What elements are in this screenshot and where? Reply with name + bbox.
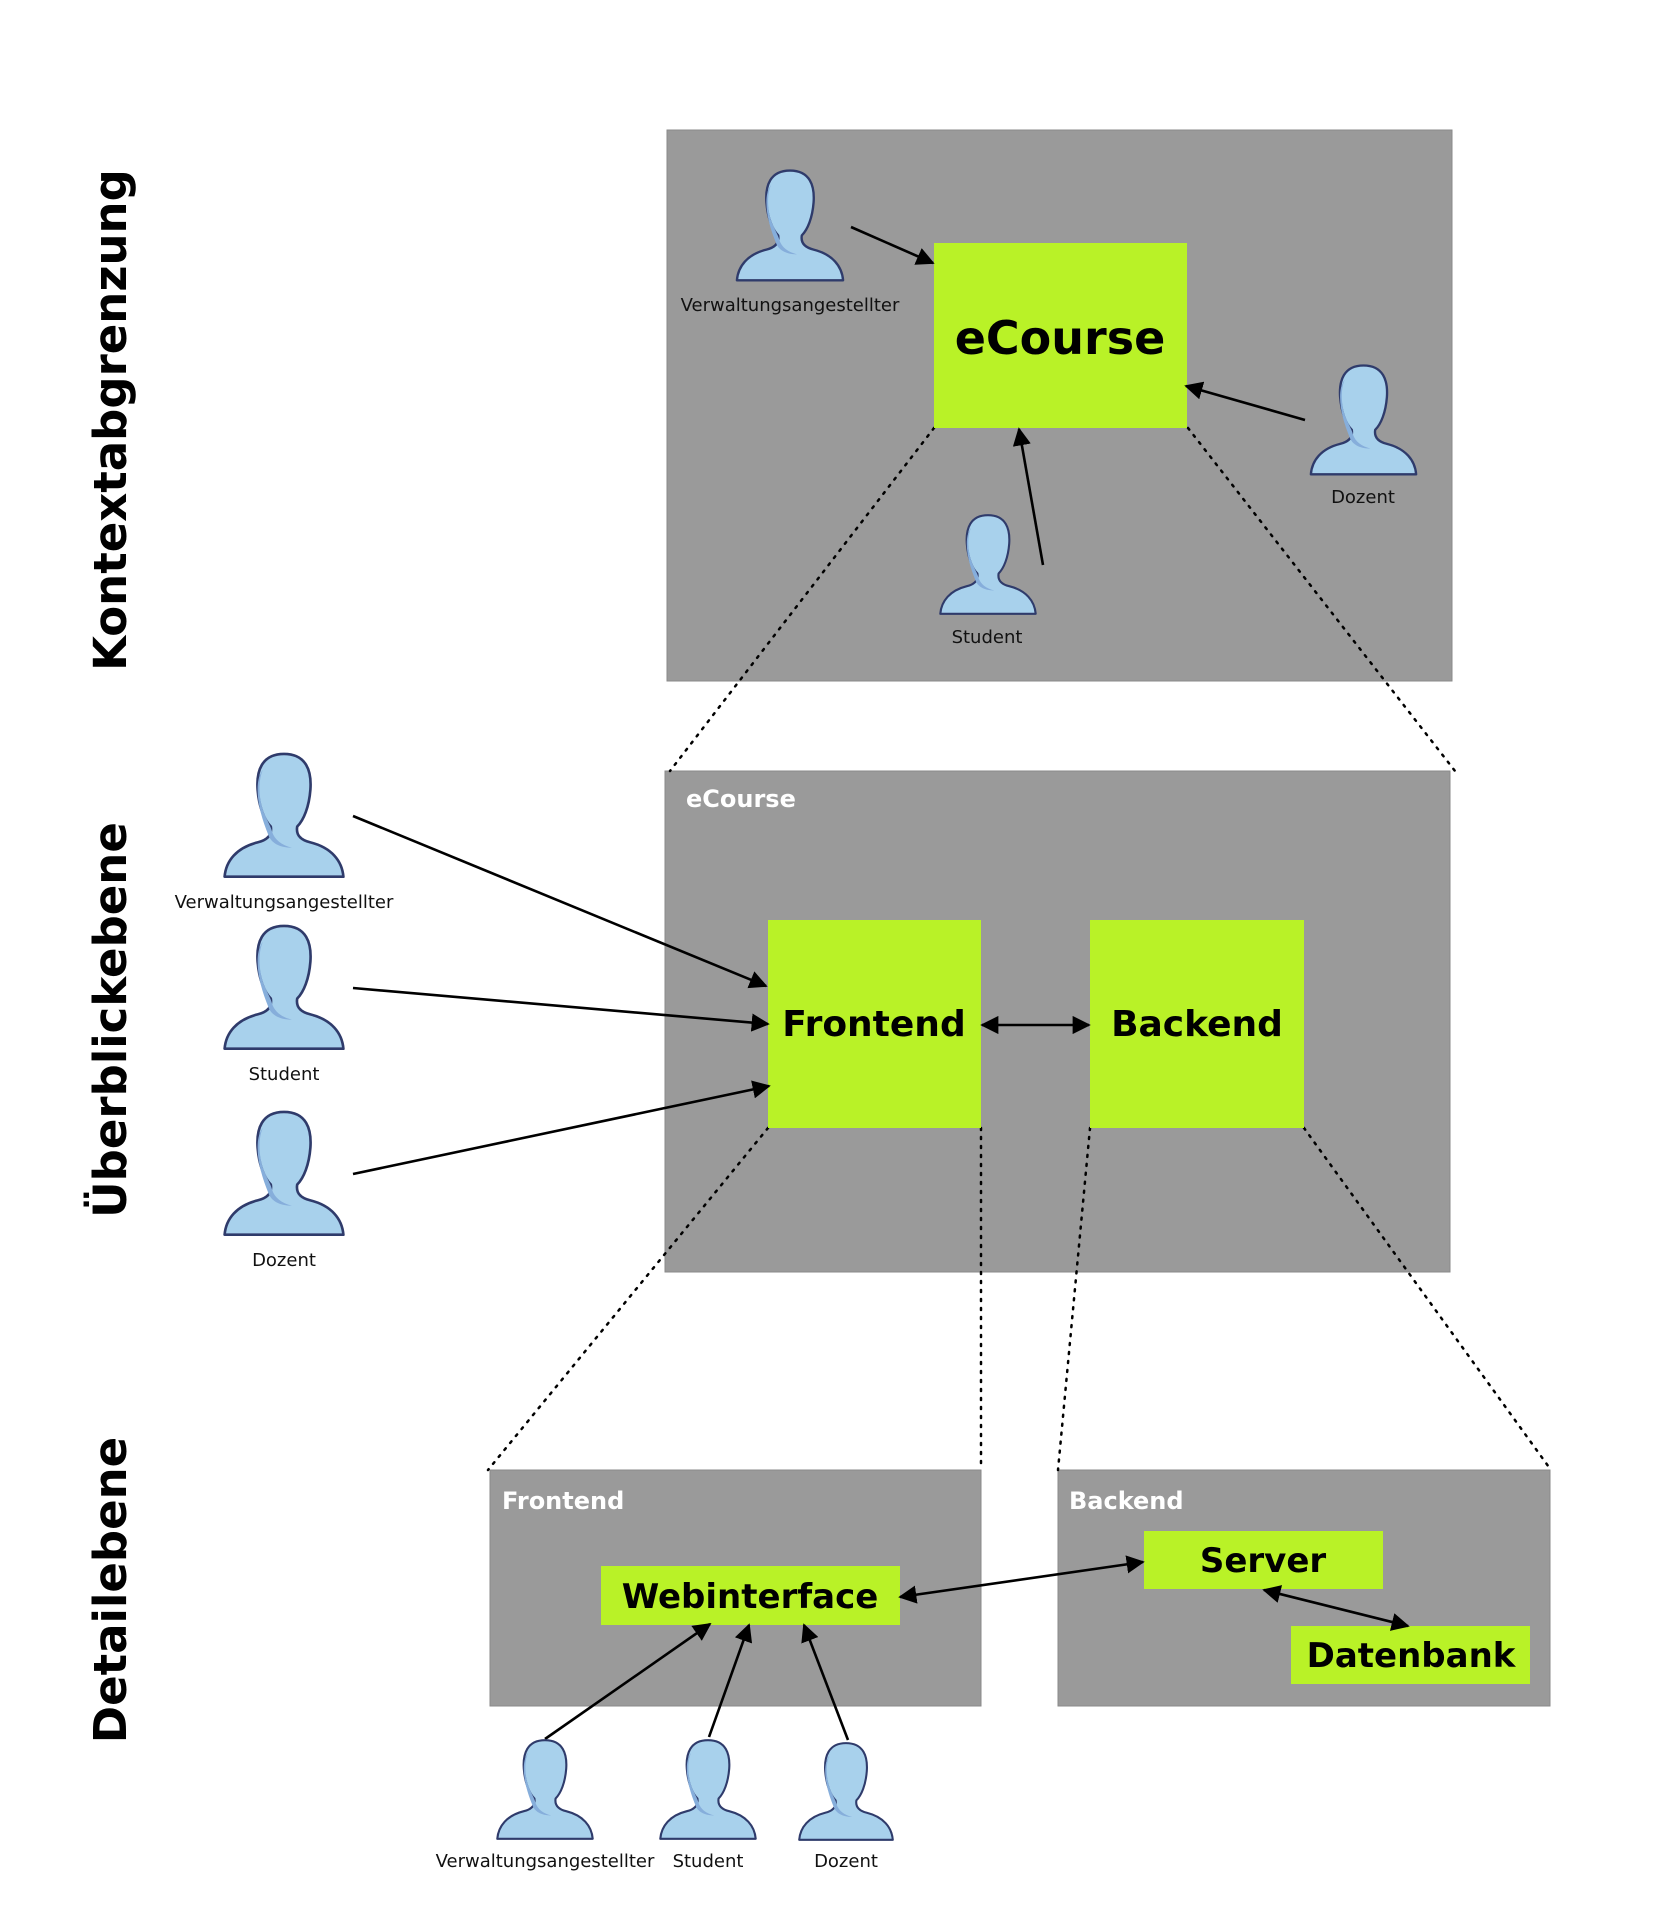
backend-label: Backend — [1111, 1004, 1283, 1045]
actor-label-overview-verwaltung: Verwaltungsangestellter — [175, 892, 394, 913]
arrow-student-to-frontend — [352, 986, 770, 1032]
arrow-dozent-to-frontend — [352, 1080, 771, 1176]
arrow-student-to-ecourse — [1012, 427, 1045, 566]
level-label-detail: Detailebene — [84, 1437, 137, 1743]
level-label-context: Kontextabgrenzung — [84, 169, 137, 671]
actor-label-detail-student: Student — [673, 1851, 744, 1872]
ecourse-label: eCourse — [955, 311, 1166, 365]
arrow-verwaltung-to-ecourse — [850, 225, 935, 265]
arrow-verwaltung-to-frontend — [352, 814, 768, 989]
person-icon — [798, 1742, 894, 1841]
actor-label-context-dozent: Dozent — [1331, 487, 1395, 508]
arrow-webinterface-server — [898, 1555, 1145, 1604]
actor-label-context-student: Student — [952, 627, 1023, 648]
arrow-dozent-to-ecourse — [1184, 381, 1306, 422]
arrows — [352, 225, 1410, 1741]
person-icon — [223, 1110, 345, 1237]
overview-panel-title: eCourse — [686, 785, 796, 813]
frontend-label: Frontend — [782, 1004, 965, 1045]
arrow-server-datenbank — [1262, 1585, 1410, 1631]
backend-box — [1090, 920, 1304, 1128]
arrow-dozent-to-webinterface — [801, 1623, 850, 1741]
actor-label-overview-student: Student — [249, 1064, 320, 1085]
datenbank-box — [1291, 1626, 1530, 1684]
actor-label-detail-dozent: Dozent — [814, 1851, 878, 1872]
ecourse-box — [934, 243, 1187, 428]
zoom-lines — [486, 426, 1553, 1472]
actor-label-overview-dozent: Dozent — [252, 1250, 316, 1271]
level-label-overview: Überblickebene — [84, 822, 137, 1218]
detail-frontend-panel-title: Frontend — [502, 1487, 624, 1515]
person-icon — [223, 752, 345, 879]
arrow-verwaltung-to-webinterface — [544, 1622, 712, 1741]
person-icon — [496, 1739, 594, 1840]
datenbank-label: Datenbank — [1307, 1636, 1517, 1676]
actor-label-detail-verwaltung: Verwaltungsangestellter — [436, 1851, 655, 1872]
server-label: Server — [1200, 1541, 1327, 1581]
person-icon — [223, 924, 345, 1051]
person-icon — [659, 1739, 757, 1840]
frontend-box — [768, 920, 981, 1128]
detail-backend-panel-title: Backend — [1069, 1487, 1184, 1515]
webinterface-box — [601, 1566, 900, 1625]
actor-label-context-verwaltung: Verwaltungsangestellter — [681, 295, 900, 316]
server-box — [1144, 1531, 1383, 1589]
webinterface-label: Webinterface — [622, 1577, 879, 1617]
arrow-student-to-webinterface — [707, 1623, 753, 1738]
